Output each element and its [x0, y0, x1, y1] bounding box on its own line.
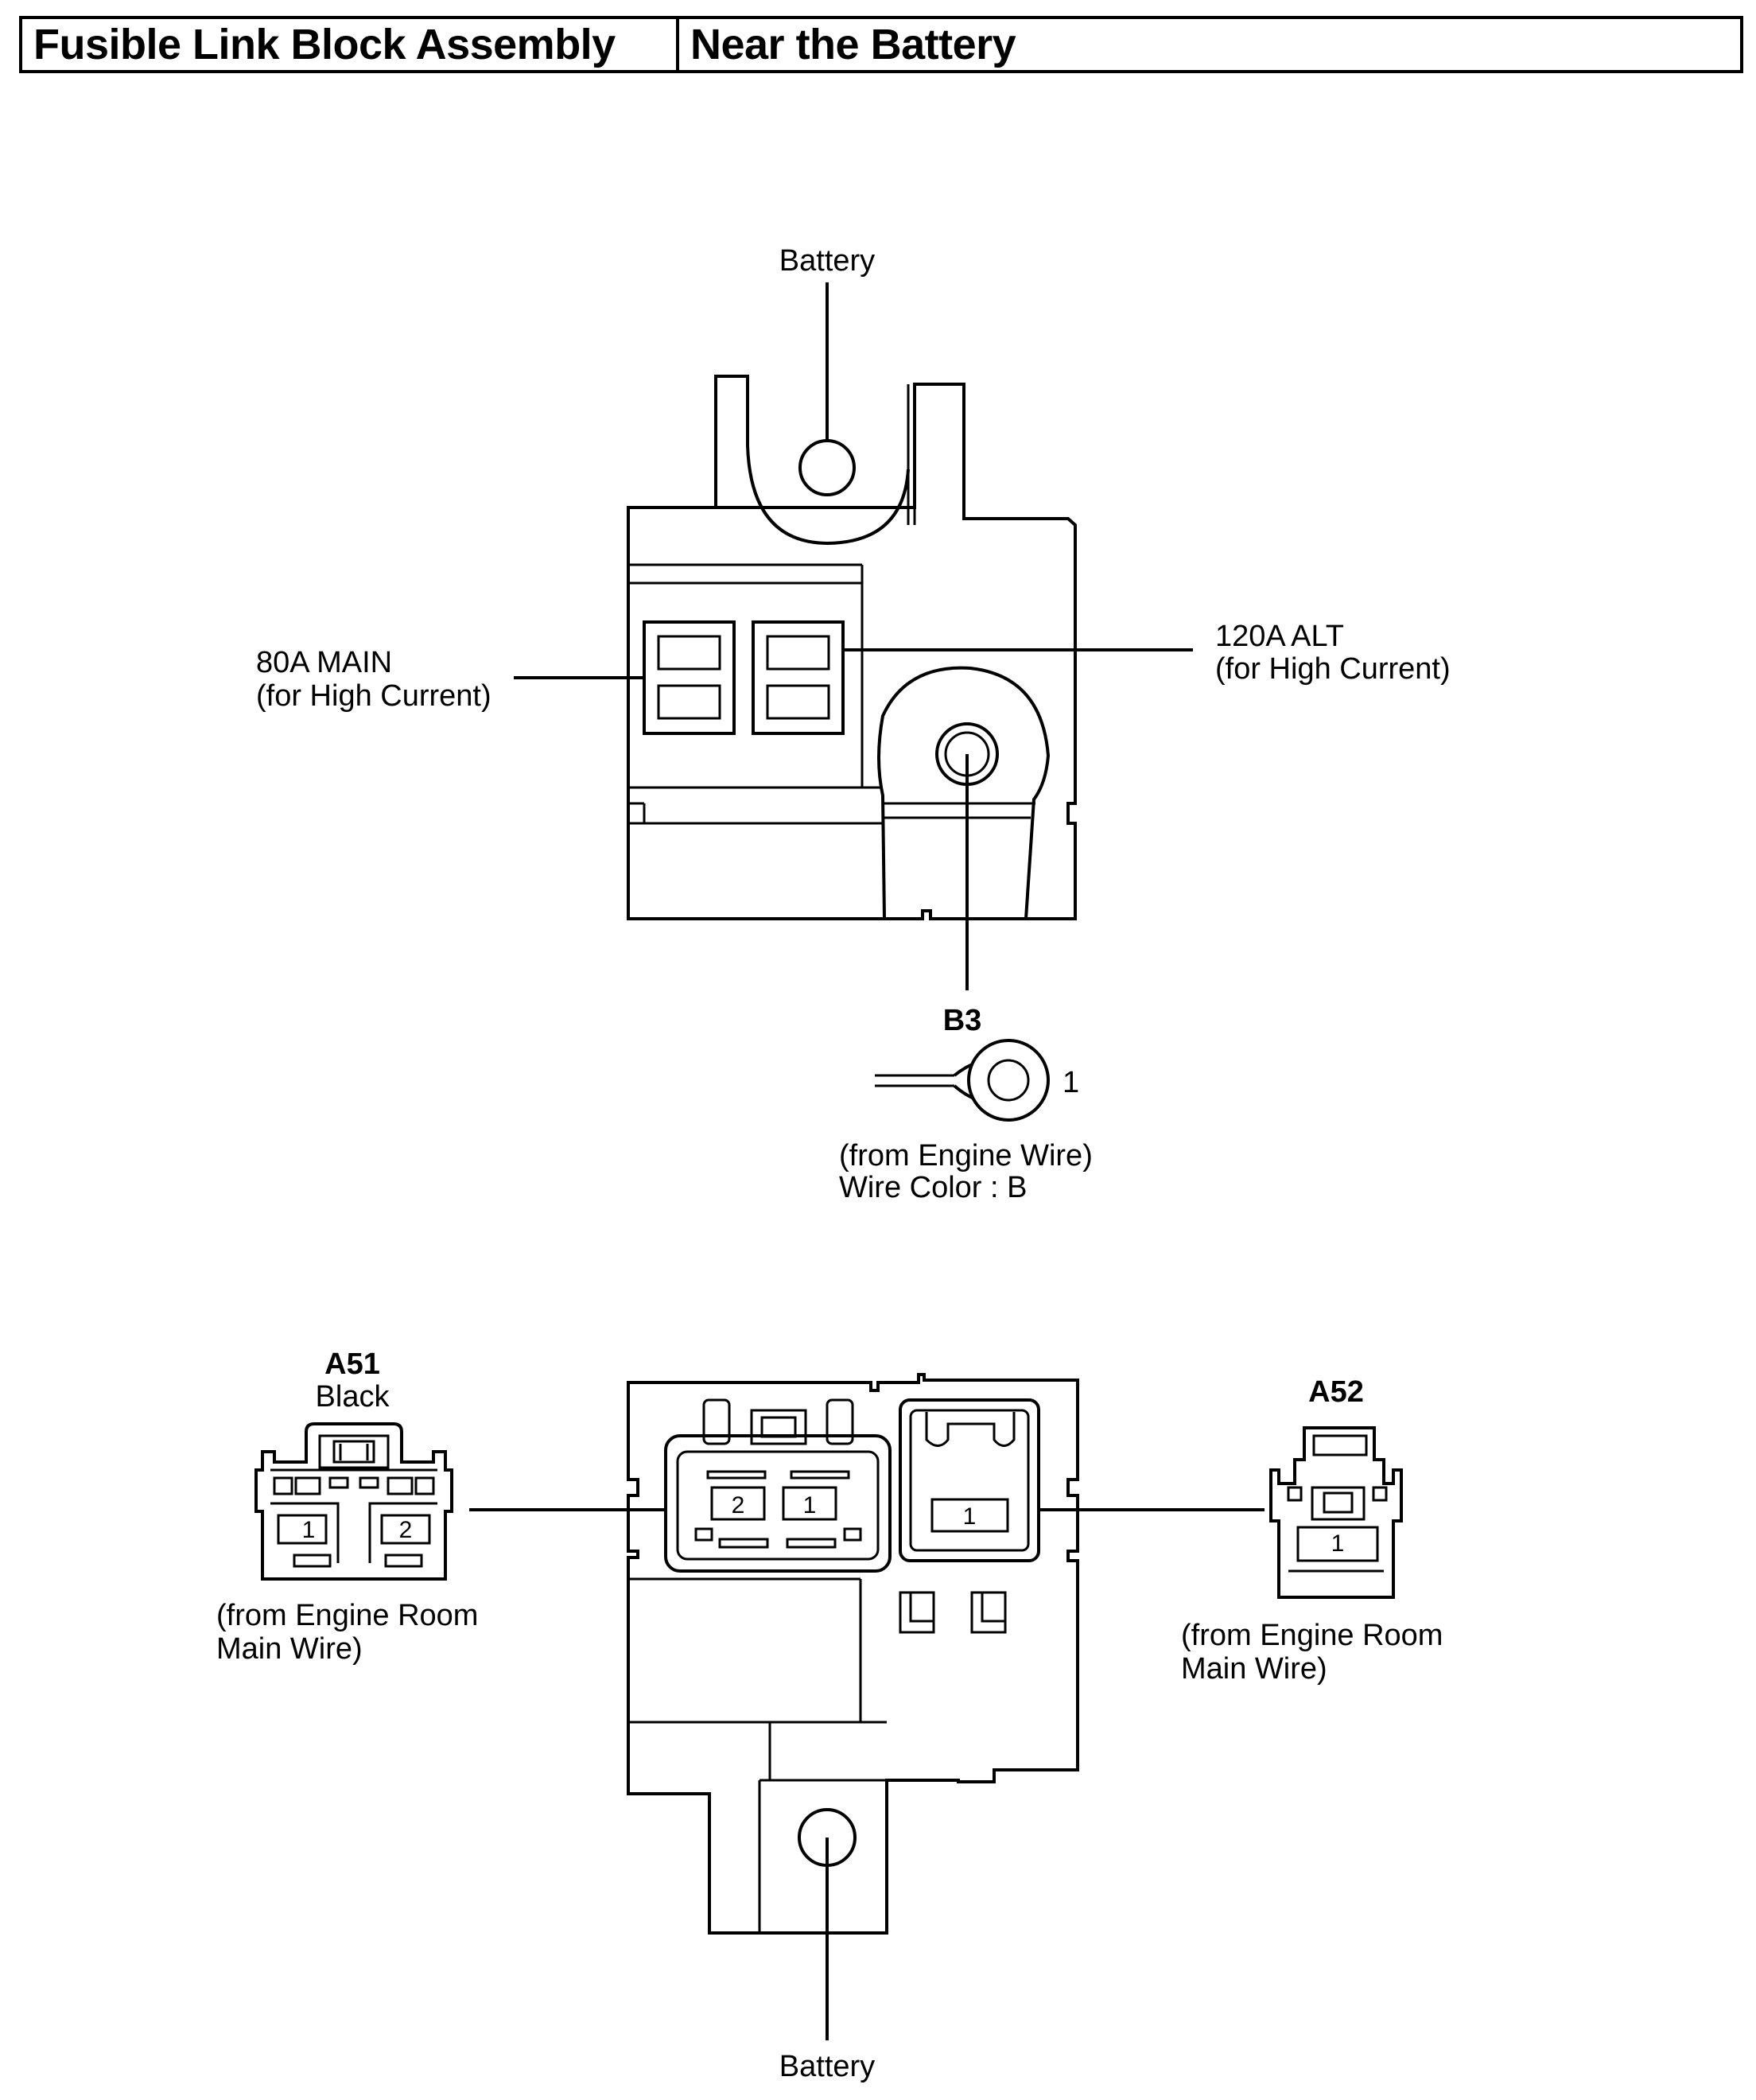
connector-a52-id: A52	[1308, 1375, 1364, 1409]
terminal-b3-source: (from Engine Wire)	[839, 1139, 1093, 1172]
connector-a51: A51 Black 1 2 (from Engine Room Main Wir…	[216, 1348, 478, 1666]
ring-terminal	[967, 1039, 1050, 1122]
connector-a52-source-2: Main Wire)	[1181, 1652, 1327, 1686]
connector-a51-source-2: Main Wire)	[216, 1632, 363, 1666]
battery-label-top: Battery	[779, 244, 875, 278]
fuse-80a-label: 80A MAIN	[256, 646, 392, 679]
terminal-b3-pin: 1	[1063, 1066, 1079, 1099]
fusible-link-block-bottom-view: 2 1 1	[627, 1373, 1079, 1935]
a52-pin-1: 1	[1331, 1530, 1345, 1557]
battery-label-bottom: Battery	[779, 2050, 875, 2083]
title-bar: Fusible Link Block Assembly Near the Bat…	[19, 16, 1743, 73]
component-location: Near the Battery	[690, 21, 1016, 68]
socket-single-pin: 1	[963, 1503, 977, 1530]
fuse-120a-sublabel: (for High Current)	[1215, 652, 1451, 686]
battery-stud	[798, 439, 856, 496]
component-name: Fusible Link Block Assembly	[22, 19, 679, 70]
connector-a52: A52 1 (from Engine Room Main Wire)	[1181, 1375, 1443, 1686]
socket-pin-1: 1	[803, 1492, 817, 1519]
terminal-b3-id: B3	[943, 1004, 982, 1037]
a51-pin-1: 1	[302, 1517, 316, 1543]
terminal-b3-wire-color: Wire Color : B	[839, 1171, 1027, 1204]
fusible-link-block-top-view	[627, 375, 1077, 920]
socket-pin-2: 2	[732, 1492, 745, 1519]
connector-a51-color: Black	[316, 1380, 390, 1414]
fuse-80a-sublabel: (for High Current)	[256, 679, 491, 713]
socket-1pin	[899, 1398, 1040, 1562]
terminal-b3: B3 1 (from Engine Wire) Wire Color : B	[839, 1004, 1093, 1204]
connector-a51-id: A51	[324, 1348, 380, 1381]
fuse-120a-alt	[752, 620, 845, 735]
a51-pin-2: 2	[399, 1517, 413, 1543]
connector-a51-source-1: (from Engine Room	[216, 1599, 478, 1632]
socket-2pin	[664, 1434, 892, 1573]
fuse-120a-label: 120A ALT	[1215, 620, 1344, 653]
connector-a52-source-1: (from Engine Room	[1181, 1619, 1443, 1652]
